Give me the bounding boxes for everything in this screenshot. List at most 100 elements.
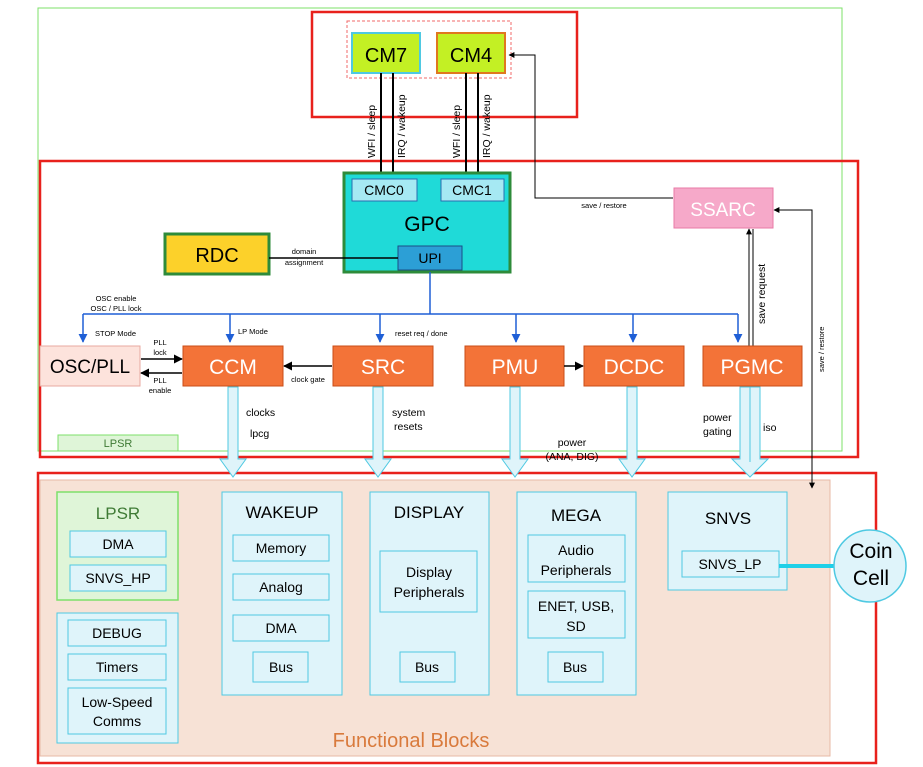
- lp-mode-label: LP Mode: [238, 327, 268, 336]
- system-resets-label-1: system: [392, 407, 426, 419]
- timers-box: [67, 653, 167, 681]
- low-speed-label: Low-Speed: [82, 694, 153, 710]
- wakeup-title: WAKEUP: [245, 503, 318, 522]
- display-peripherals-box: [379, 550, 478, 613]
- gpc-title: GPC: [404, 213, 450, 236]
- domain-label-2: assignment: [285, 258, 324, 267]
- enet-label: ENET, USB,: [538, 598, 614, 614]
- memory-label: Memory: [256, 540, 307, 556]
- save-restore-top-label: save / restore: [581, 201, 626, 210]
- pll-enable-label-1: PLL: [153, 376, 166, 385]
- power-gating-label-1: power: [703, 412, 732, 424]
- dcdc-down-arrow: [618, 386, 646, 478]
- stop-mode-label: STOP Mode: [95, 329, 136, 338]
- blocks-red-frame: [36, 471, 878, 765]
- power-label-2: (ANA, DIG): [545, 451, 598, 463]
- cm7-box: [351, 32, 421, 74]
- pmu-box: [464, 345, 565, 387]
- save-restore-right-arrow: [773, 207, 813, 480]
- upi-box: [397, 245, 463, 271]
- lpsr-tag: [57, 434, 179, 452]
- power-label-1: power: [558, 437, 587, 449]
- pgmc-label: PGMC: [721, 356, 784, 379]
- lpsr-dma-label: DMA: [102, 536, 134, 552]
- cm7-label: CM7: [365, 45, 407, 67]
- ccm-label: CCM: [209, 356, 257, 379]
- cm4-wfi-label: WFI / sleep: [451, 105, 463, 158]
- comms-label: Comms: [93, 713, 141, 729]
- src-down-arrow: [364, 386, 392, 478]
- wakeup-dma-label: DMA: [265, 620, 297, 636]
- coin-cell: [833, 529, 907, 603]
- memory-box: [232, 534, 330, 562]
- display-bus-label: Bus: [415, 659, 439, 675]
- clocks-label: clocks: [246, 407, 275, 419]
- lpsr-title: LPSR: [96, 504, 140, 523]
- dcdc-box: [583, 345, 685, 387]
- ssarc-label: SSARC: [690, 200, 755, 221]
- lpsr-tag-label: LPSR: [104, 438, 133, 450]
- system-resets-label-2: resets: [394, 421, 423, 433]
- coin-label: Coin: [849, 540, 892, 563]
- timers-label: Timers: [96, 659, 138, 675]
- cm7-wfi-label: WFI / sleep: [366, 105, 378, 158]
- cm7-irq-label: IRQ / wakeup: [396, 94, 408, 158]
- low-speed-comms-box: [67, 687, 167, 735]
- lpsr-snvs-hp-label: SNVS_HP: [85, 570, 150, 586]
- lpsr-dma-box: [69, 530, 167, 558]
- pmu-down-arrow: [501, 386, 529, 478]
- save-request-label: save request: [756, 264, 768, 324]
- lpsr-snvs-hp-box: [69, 564, 167, 592]
- analog-label: Analog: [259, 579, 303, 595]
- cm4-irq-label: IRQ / wakeup: [481, 94, 493, 158]
- pll-lock-label-2: lock: [153, 348, 167, 357]
- cores-dashed-group: [346, 20, 512, 79]
- display-peripherals-label: Peripherals: [394, 584, 465, 600]
- pll-lock-label-1: PLL: [153, 338, 166, 347]
- domain-label-1: domain: [292, 247, 317, 256]
- wakeup-bus-label: Bus: [269, 659, 293, 675]
- osc-pll-label: OSC/PLL: [50, 357, 130, 378]
- lpcg-label: lpcg: [250, 428, 269, 440]
- dcdc-label: DCDC: [604, 356, 665, 379]
- save-restore-top-arrow: [508, 52, 673, 199]
- debug-label: DEBUG: [92, 625, 142, 641]
- audio-peripherals-box: [527, 534, 626, 583]
- osc-enable-label-1: OSC enable: [96, 294, 137, 303]
- snvs-lp-box: [681, 550, 780, 578]
- debug-box: [67, 619, 167, 647]
- mega-title: MEGA: [551, 506, 602, 525]
- osc-enable-label-2: OSC / PLL lock: [91, 304, 142, 313]
- pll-enable-label-2: enable: [149, 386, 172, 395]
- save-restore-right-label: save / restore: [817, 327, 826, 372]
- snvs-title: SNVS: [705, 509, 751, 528]
- src-box: [332, 345, 434, 387]
- control-red-frame: [38, 159, 860, 459]
- ccm-down-arrow: [219, 386, 247, 478]
- rdc-box: [163, 232, 271, 276]
- pgmc-box: [702, 345, 803, 387]
- display-bus-box: [399, 651, 456, 683]
- wakeup-dma-box: [232, 614, 330, 642]
- display-label: Display: [406, 564, 452, 580]
- iso-label: iso: [763, 422, 777, 434]
- enet-box: [527, 590, 626, 639]
- cm4-box: [436, 32, 506, 74]
- functional-blocks-label: Functional Blocks: [333, 730, 490, 752]
- ccm-box: [182, 345, 284, 387]
- mega-bus-label: Bus: [563, 659, 587, 675]
- mega-bus-box: [547, 651, 604, 683]
- clock-gate-label: clock gate: [291, 375, 325, 384]
- display-title: DISPLAY: [394, 503, 465, 522]
- wakeup-bus-box: [252, 651, 309, 683]
- cmc0-box: [351, 178, 418, 202]
- src-label: SRC: [361, 356, 405, 379]
- pmu-label: PMU: [492, 356, 539, 379]
- ssarc-box: [673, 187, 774, 229]
- cm4-label: CM4: [450, 45, 492, 67]
- upi-label: UPI: [418, 250, 441, 266]
- sd-label: SD: [566, 618, 585, 634]
- audio-peripherals-label: Peripherals: [541, 562, 612, 578]
- cores-red-frame: [310, 10, 579, 119]
